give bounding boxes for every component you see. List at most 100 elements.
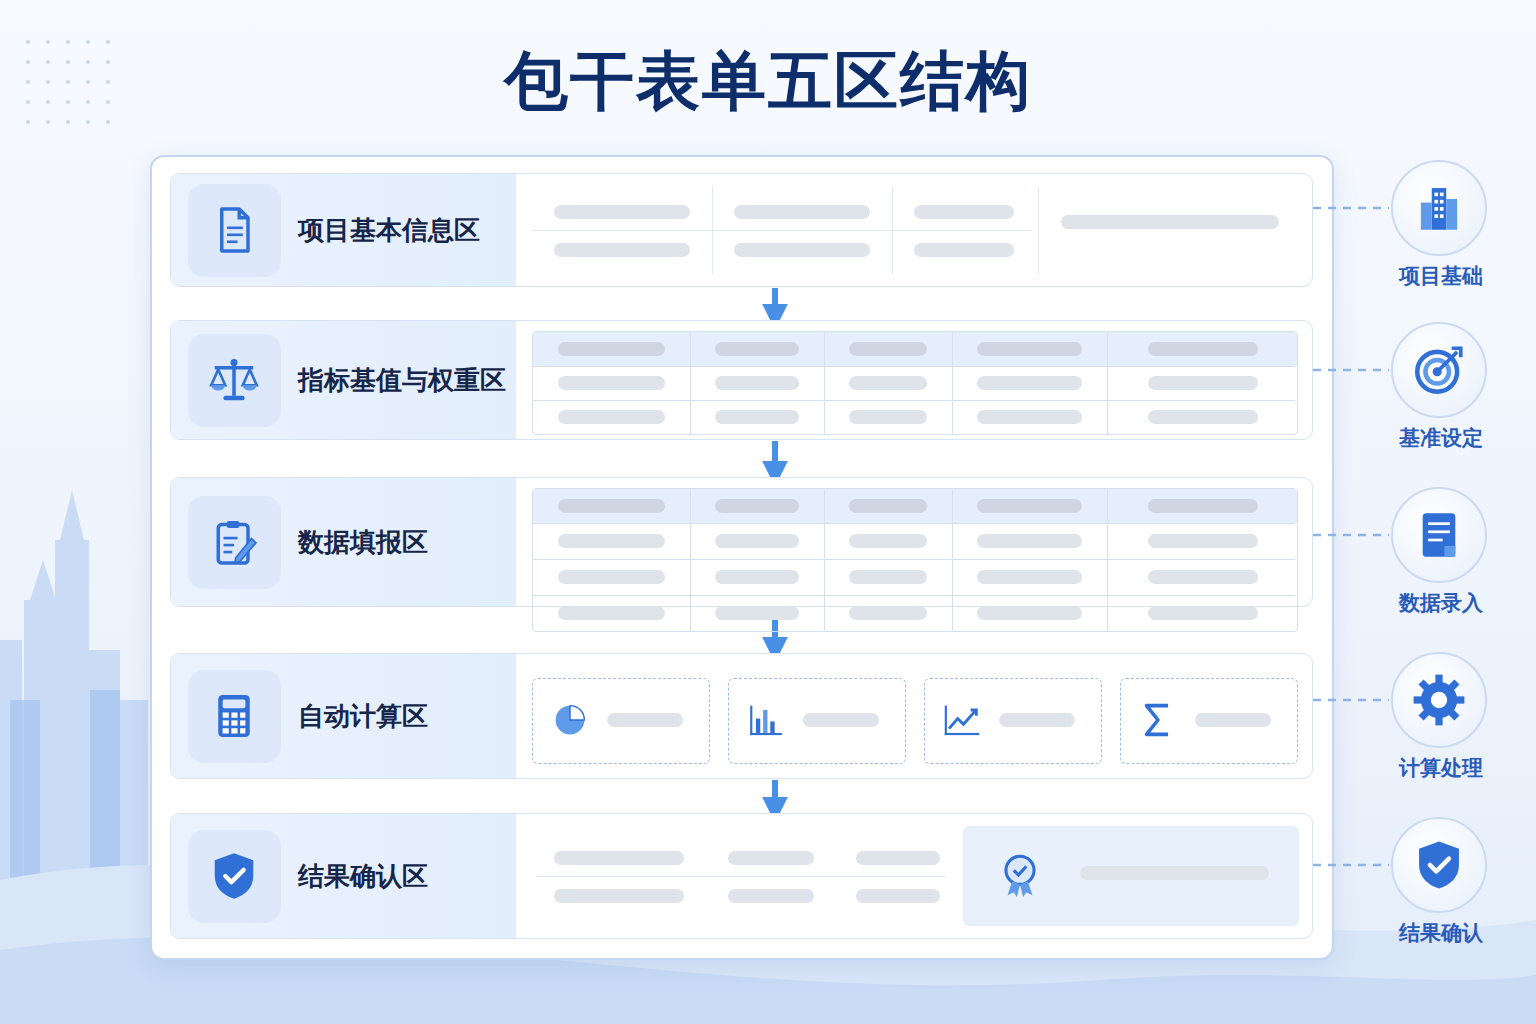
placeholder-bar: [977, 606, 1082, 620]
placeholder-bar: [558, 606, 665, 620]
placeholder-bar: [715, 606, 799, 620]
divider-line: [952, 489, 953, 631]
icon-box: [188, 334, 281, 427]
calc-icon: [547, 697, 593, 743]
placeholder-bar: [977, 376, 1082, 390]
stage-icon: [1410, 179, 1468, 237]
calc-icon: [547, 697, 593, 743]
dashed-connector: [1313, 207, 1389, 210]
icon-box: [188, 670, 281, 763]
calc-card: [924, 678, 1102, 764]
calc-card: [728, 678, 906, 764]
placeholder-bar: [1148, 342, 1258, 356]
placeholder-bar: [715, 376, 799, 390]
placeholder-bar: [856, 889, 940, 903]
placeholder-bar: [856, 851, 940, 865]
placeholder-bar: [1148, 499, 1258, 513]
zone-icon: [206, 202, 262, 258]
content-area: [516, 321, 1312, 439]
zone-label-panel: 指标基值与权重区: [171, 321, 516, 439]
placeholder-bar: [715, 570, 799, 584]
placeholder-bar: [715, 342, 799, 356]
dashed-connector: [1313, 699, 1389, 702]
zone-title: 结果确认区: [298, 859, 428, 894]
placeholder-bar: [554, 851, 684, 865]
calc-icon: [1135, 697, 1181, 743]
zone-icon: [206, 352, 262, 408]
divider-line: [690, 489, 691, 631]
dashed-connector: [1313, 864, 1389, 867]
divider-line: [1107, 332, 1108, 434]
zone-icon: [206, 688, 262, 744]
placeholder-bar: [558, 534, 665, 548]
placeholder-bar: [554, 205, 690, 219]
calc-card: [1120, 678, 1298, 764]
divider-line: [536, 876, 946, 877]
stage-icon: [1410, 341, 1468, 399]
zone-title: 指标基值与权重区: [298, 363, 506, 398]
placeholder-bar: [734, 205, 870, 219]
divider-line: [532, 230, 1032, 231]
stage-label: 项目基础: [1353, 262, 1529, 290]
stage-icon: [1410, 671, 1468, 729]
data-table: [532, 331, 1298, 435]
placeholder-bar: [1061, 215, 1279, 229]
placeholder-bar: [728, 889, 814, 903]
placeholder-bar: [715, 499, 799, 513]
zone-title: 数据填报区: [298, 525, 428, 560]
zone-row: 结果确认区: [170, 813, 1313, 939]
zone-row: 项目基本信息区: [170, 173, 1313, 287]
placeholder-bar: [999, 713, 1075, 727]
divider-line: [690, 332, 691, 434]
zone-row: 自动计算区: [170, 653, 1313, 779]
zone-icon: [206, 352, 262, 408]
zone-icon: [206, 514, 262, 570]
zone-row: 指标基值与权重区: [170, 320, 1313, 440]
placeholder-bar: [558, 376, 665, 390]
placeholder-bar: [554, 243, 690, 257]
placeholder-bar: [849, 342, 927, 356]
placeholder-bar: [849, 376, 927, 390]
badge-icon: [995, 850, 1045, 900]
divider-line: [533, 595, 1295, 596]
stage-icon: [1410, 671, 1468, 729]
placeholder-bar: [558, 342, 665, 356]
placeholder-bar: [977, 342, 1082, 356]
stage-icon: [1410, 179, 1468, 237]
stage-label: 基准设定: [1353, 424, 1529, 452]
placeholder-bar: [977, 570, 1082, 584]
placeholder-bar: [715, 410, 799, 424]
divider-line: [533, 400, 1295, 401]
divider-line: [824, 332, 825, 434]
icon-box: [188, 184, 281, 277]
icon-box: [188, 496, 281, 589]
placeholder-bar: [1148, 534, 1258, 548]
divider-line: [824, 489, 825, 631]
stage-icon: [1410, 506, 1468, 564]
stage-circle: 计算处理: [1391, 652, 1487, 748]
placeholder-bar: [849, 606, 927, 620]
placeholder-bar: [849, 534, 927, 548]
stage-icon: [1410, 341, 1468, 399]
placeholder-bar: [849, 570, 927, 584]
content-area: [516, 174, 1312, 286]
placeholder-bar: [1080, 866, 1269, 880]
zone-label-panel: 项目基本信息区: [171, 174, 516, 286]
badge-icon: [995, 850, 1045, 900]
zone-label-panel: 数据填报区: [171, 478, 516, 606]
divider-line: [1038, 186, 1039, 274]
stage-circle: 基准设定: [1391, 322, 1487, 418]
stage-circle: 项目基础: [1391, 160, 1487, 256]
flow-arrow: [772, 780, 778, 802]
divider-line: [1107, 489, 1108, 631]
calc-icon: [743, 697, 789, 743]
divider-line: [952, 332, 953, 434]
calc-icon: [1135, 697, 1181, 743]
placeholder-bar: [977, 534, 1082, 548]
zone-icon: [206, 688, 262, 744]
placeholder-bar: [728, 851, 814, 865]
content-area: [516, 654, 1312, 778]
content-area: [516, 478, 1312, 606]
placeholder-bar: [607, 713, 683, 727]
placeholder-bar: [914, 243, 1014, 257]
